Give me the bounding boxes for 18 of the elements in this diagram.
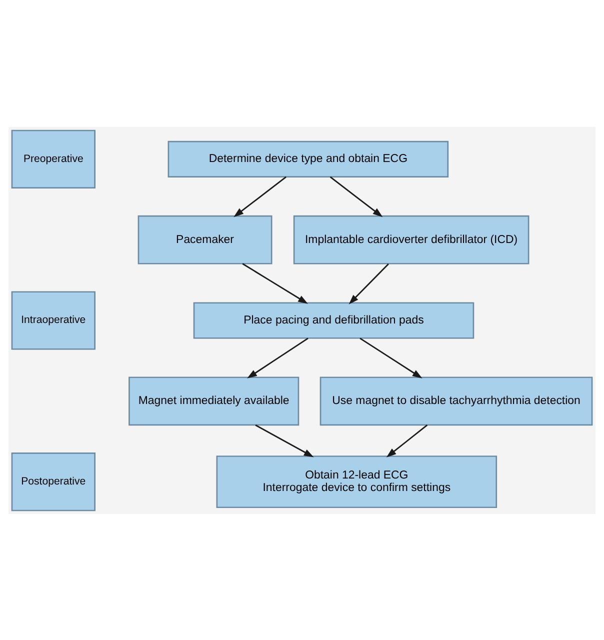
arrow [386, 424, 428, 457]
arrow [242, 262, 308, 304]
node-box: Magnet immediately available [128, 376, 300, 426]
node-box: Intraoperative [11, 290, 96, 350]
arrow [330, 176, 383, 217]
arrow [234, 176, 286, 217]
arrow [247, 337, 308, 378]
node-box: Determine device type and obtain ECG [168, 140, 449, 177]
node-box: Place pacing and defibrillation pads [193, 302, 474, 338]
node-box: Preoperative [11, 129, 96, 188]
arrow [255, 424, 314, 457]
arrow [348, 262, 389, 304]
arrow [360, 337, 422, 378]
node-box: Obtain 12-lead ECG Interrogate device to confirm settings [216, 455, 498, 508]
node-box: Use magnet to disable tachyarrhythmia detection [320, 376, 593, 426]
node-box: Pacemaker [138, 214, 272, 264]
node-box: Implantable cardioverter defibrillator (ICD) [293, 214, 530, 264]
node-box: Postoperative [11, 452, 96, 511]
